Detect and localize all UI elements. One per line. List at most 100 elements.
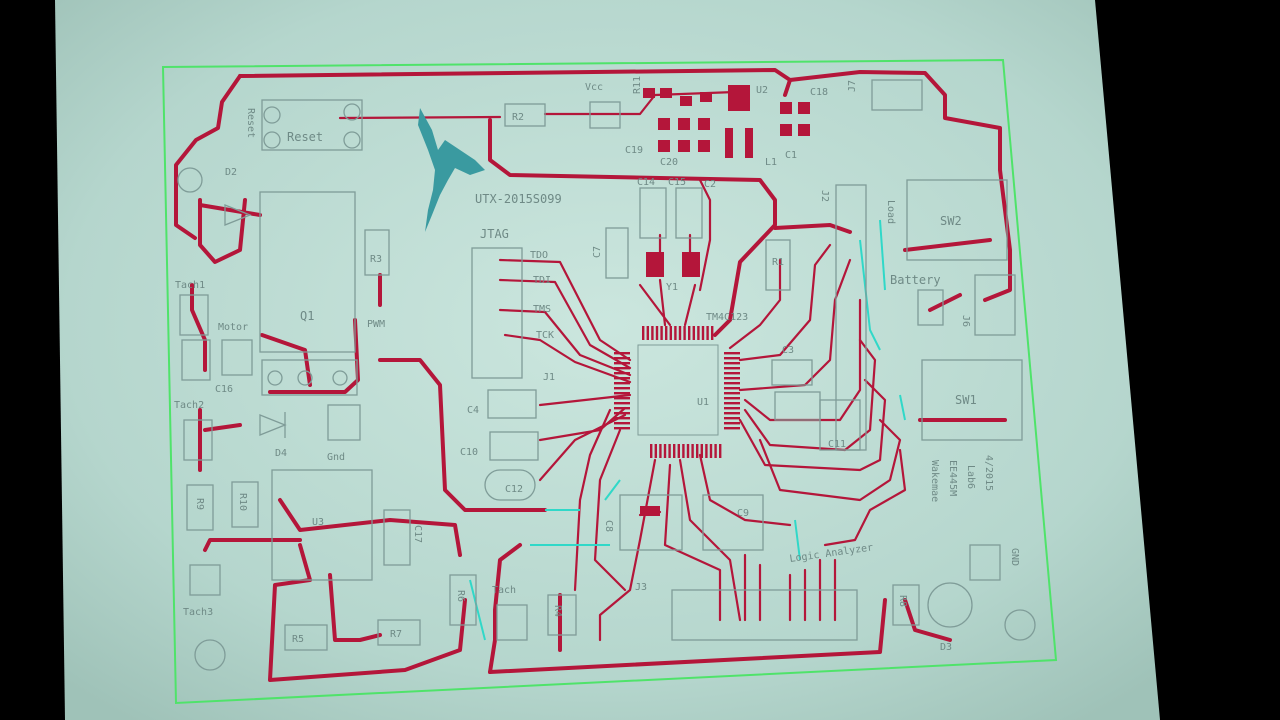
mcu-pin-pad	[714, 444, 717, 458]
mcu-pin-pad	[724, 352, 740, 355]
label-d3: D3	[940, 642, 952, 653]
label-tach1: Tach1	[175, 280, 205, 291]
label-reset: Reset	[287, 130, 323, 144]
mcu-pin-pad	[705, 444, 708, 458]
footer-line-1: Wakemae	[929, 460, 940, 502]
mcu-pin-pad	[673, 444, 676, 458]
label-j6: J6	[960, 315, 971, 327]
label-pwm: PWM	[367, 319, 385, 330]
mcu-pin-pad	[701, 326, 705, 340]
mcu-pin-pad	[724, 382, 740, 385]
label-r7: R7	[390, 629, 402, 640]
label-r5: R5	[292, 634, 304, 645]
mcu-pin-pad	[674, 326, 677, 340]
mcu-pin-pad	[646, 326, 649, 340]
label-c15: C15	[668, 177, 686, 188]
label-c20: C20	[660, 157, 678, 168]
label-tach3: Tach3	[183, 607, 213, 618]
mcu-pin-pad	[614, 367, 630, 370]
label-r9: R9	[194, 498, 205, 510]
label-c18: C18	[810, 87, 828, 98]
label-u1: U1	[697, 397, 709, 408]
label-r2: R2	[512, 112, 524, 123]
label-c1: C1	[785, 150, 797, 161]
mcu-pin-pad	[696, 444, 699, 458]
mcu-pin-pad	[678, 326, 682, 340]
mcu-pin-pad	[614, 377, 630, 380]
mcu-pin-pad	[614, 392, 630, 395]
label-j3: J3	[635, 582, 647, 593]
mcu-pin-pad	[724, 427, 740, 430]
mcu-pin-pad	[665, 326, 668, 340]
label-c9: C9	[737, 508, 749, 519]
mcu-pin-pad	[654, 444, 657, 458]
longhorn-logo	[418, 108, 485, 232]
mcu-pin-pad	[719, 444, 722, 458]
mcu-pin-pad	[614, 417, 630, 420]
mcu-pin-pad	[688, 326, 691, 340]
label-battery: Battery	[890, 273, 941, 287]
signal-traces	[498, 178, 907, 642]
label-y1: Y1	[666, 282, 678, 293]
label-c17: C17	[412, 525, 423, 543]
mcu-pin-pad	[686, 444, 690, 458]
mcu-pin-pad	[724, 387, 740, 390]
label-c14: C14	[637, 177, 655, 188]
label-tm4c123: TM4C123	[706, 312, 748, 323]
label-tach: Tach	[492, 585, 516, 596]
label-r3: R3	[370, 254, 382, 265]
mcu-pin-pad	[659, 444, 662, 458]
label-r1: R1	[772, 257, 784, 268]
label-tdi: TDI	[533, 275, 551, 286]
mcu-pin-pad	[724, 397, 740, 400]
footer-line-4: 4/2015	[983, 455, 994, 491]
label-u2: U2	[756, 85, 768, 96]
label-c7: C7	[592, 246, 603, 258]
board-outline	[161, 58, 1058, 705]
mcu-pin-pad	[700, 444, 703, 458]
label-r11: R11	[632, 76, 643, 94]
mcu-pin-pad	[614, 352, 630, 355]
mcu-pin-pad	[614, 387, 630, 390]
label-load: Load	[885, 200, 896, 224]
label-r4: R4	[552, 605, 563, 617]
label-sw2: SW2	[940, 214, 962, 228]
projection-screen	[55, 0, 1160, 720]
mcu-pin-pad	[650, 444, 653, 458]
mcu-pin-pad	[683, 326, 686, 340]
mcu-pin-pad	[614, 397, 630, 400]
mcu-pin-pad	[614, 357, 630, 360]
label-vcc: Vcc	[585, 82, 603, 93]
mcu-pin-pad	[614, 407, 630, 410]
label-c11: C11	[828, 439, 846, 450]
copper-traces	[174, 68, 1012, 682]
smd-pads	[640, 85, 810, 516]
mcu-pads-bottom	[650, 444, 722, 458]
mcu-pin-pad	[724, 362, 740, 365]
mcu-pin-pad	[691, 444, 694, 458]
label-l1: L1	[765, 157, 777, 168]
mcu-pin-pad	[614, 412, 630, 415]
label-gnd: Gnd	[327, 452, 345, 463]
label-d2: D2	[225, 167, 237, 178]
mcu-footprint	[614, 326, 740, 458]
label-tach2: Tach2	[174, 400, 204, 411]
mcu-pin-pad	[614, 427, 630, 430]
mcu-pads-top	[642, 326, 714, 340]
mcu-pin-pad	[724, 367, 740, 370]
mcu-pin-pad	[669, 326, 672, 340]
mcu-pin-pad	[614, 422, 630, 425]
label-reset-side: Reset	[245, 108, 256, 138]
mcu-pin-pad	[692, 326, 695, 340]
label-u3: U3	[312, 517, 324, 528]
label-sw1: SW1	[955, 393, 977, 407]
label-r6: R6	[455, 590, 466, 602]
mcu-pin-pad	[724, 357, 740, 360]
mcu-pin-pad	[724, 402, 740, 405]
mcu-pin-pad	[682, 444, 685, 458]
mcu-pin-pad	[724, 372, 740, 375]
label-q1: Q1	[300, 309, 314, 323]
mcu-pin-pad	[655, 326, 659, 340]
mcu-pin-pad	[614, 372, 630, 375]
